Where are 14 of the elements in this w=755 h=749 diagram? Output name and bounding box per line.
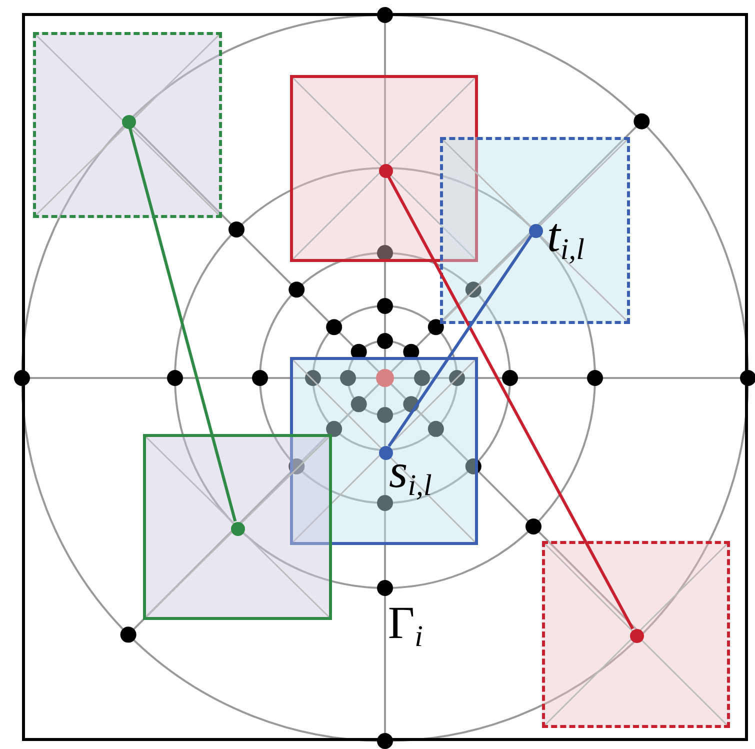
region-square bbox=[290, 357, 478, 545]
region-square bbox=[290, 75, 478, 262]
dashed-region-square bbox=[542, 541, 730, 728]
connecting-line bbox=[388, 234, 532, 448]
dashed-region-square bbox=[33, 32, 222, 218]
connecting-line bbox=[387, 175, 634, 630]
point-marker bbox=[630, 629, 644, 643]
connecting-line bbox=[128, 127, 237, 522]
point-marker bbox=[122, 115, 136, 129]
point-marker bbox=[379, 164, 393, 178]
point-marker bbox=[231, 522, 245, 536]
region-square bbox=[143, 434, 332, 620]
dashed-region-square bbox=[440, 137, 630, 324]
region-label: Γ$_{i}$ bbox=[388, 600, 423, 646]
